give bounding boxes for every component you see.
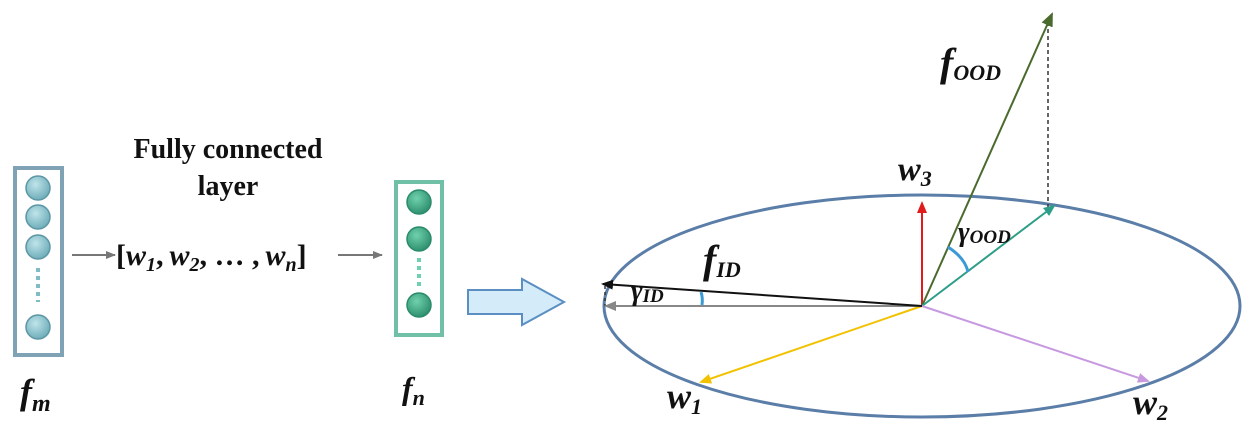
f-ood-vector [921, 12, 1053, 307]
transition-arrow [467, 277, 567, 327]
w3-label: w3 [898, 151, 932, 191]
w2-vector [921, 305, 1150, 383]
f-ood-normalized-vector [921, 204, 1056, 307]
fm-node [25, 175, 51, 201]
gamma-ood-arc [947, 245, 970, 273]
gamma-id-arc [699, 291, 704, 306]
fm-label: fm [20, 372, 51, 417]
fm-feature-column [13, 166, 64, 357]
fn-feature-column [394, 180, 444, 337]
fn-node [406, 292, 432, 318]
fn-node [406, 226, 432, 252]
fm-node [25, 314, 51, 340]
fc-layer-title-line1: Fully connected [134, 134, 323, 165]
fm-node [25, 204, 51, 230]
w1-label: w1 [667, 376, 702, 419]
gamma-ood-label: γOOD [958, 217, 1011, 248]
f-id-label: fID [703, 237, 741, 282]
fm-node [25, 234, 51, 260]
fn-node [406, 189, 432, 215]
f-ood-label: fOOD [940, 40, 1001, 85]
fn-label: fn [402, 370, 425, 410]
weight-vector: [w1,w2, … ,wn] [116, 239, 307, 276]
gamma-id-label: γID [631, 276, 664, 307]
w1-vector [699, 305, 923, 384]
f-id-vector [601, 279, 923, 307]
fc-layer-title-line2: layer [198, 171, 259, 202]
w2-label: w2 [1133, 382, 1168, 425]
